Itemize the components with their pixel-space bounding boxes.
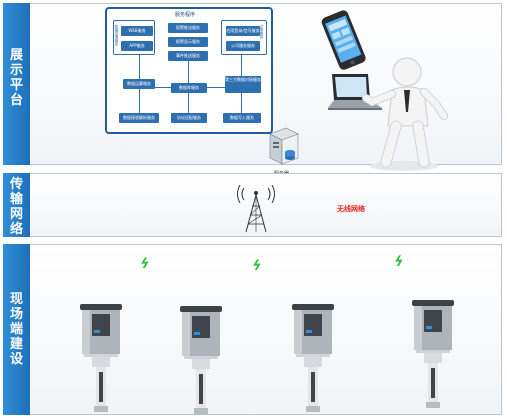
connector-line [207, 87, 225, 88]
web-service-box: WEB服务 [121, 26, 153, 36]
field-sensor-device [180, 306, 222, 414]
alarm-push-box: 报警推送服务 [168, 23, 208, 33]
transmission-band [3, 173, 502, 237]
app-service-box: APP服务 [121, 41, 153, 51]
service-program-title: 服务程序 [175, 12, 196, 18]
company-service-box: 公司服务服务 [226, 41, 260, 51]
connector-line [188, 61, 189, 83]
app-login-box: 应用登录/信号服务 [226, 26, 260, 36]
person-figure-icon [362, 57, 448, 171]
data-warehouse-box: 数据库服务 [171, 83, 207, 93]
wireless-network-label: 无线网络 [337, 205, 365, 213]
transmission-label-bar: 传输网络 [3, 173, 30, 237]
server-icon [269, 127, 299, 165]
alarm-display-box: 报警显示服务 [168, 37, 208, 47]
event-push-box: 事件推送服务 [168, 51, 208, 61]
application-group-label: 应用服务 [260, 25, 264, 39]
data-parse-box: 数据接收解析服务 [119, 113, 159, 123]
protocol-box: 协议适配服务 [171, 113, 207, 123]
connector-line [139, 89, 140, 113]
connector-line [241, 55, 242, 76]
data-compute-box: 数据运算服务 [123, 79, 155, 89]
transmission-label: 传输网络 [10, 177, 24, 237]
field-sensor-device [412, 300, 454, 408]
data-processing-group: 数据处理服务 WEB服务 APP服务 [113, 20, 155, 55]
field-sensor-device [80, 304, 122, 412]
third-party-box: 第三方数据对接服务 [225, 76, 261, 93]
display-platform-label: 展示平台 [10, 48, 24, 108]
data-storage-box: 数据写入服务 [223, 113, 261, 123]
connector-line [188, 93, 189, 113]
display-platform-label-bar: 展示平台 [3, 3, 30, 165]
field-label-bar: 现场端建设 [3, 244, 30, 415]
antenna-tower-icon [237, 184, 275, 233]
connector-line [241, 93, 242, 113]
application-group: 应用服务 应用登录/信号服务 公司服务服务 [221, 20, 267, 55]
smartphone-icon [321, 10, 366, 70]
service-program-box: 服务程序 数据处理服务 WEB服务 APP服务 报警推送服务 报警显示服务 事件… [105, 7, 273, 134]
connector-line [139, 55, 140, 79]
field-label: 现场端建设 [10, 292, 24, 367]
data-processing-group-label: 数据处理服务 [115, 25, 119, 46]
field-sensor-device [292, 304, 334, 412]
connector-line [155, 87, 171, 88]
laptop-icon [328, 74, 382, 110]
